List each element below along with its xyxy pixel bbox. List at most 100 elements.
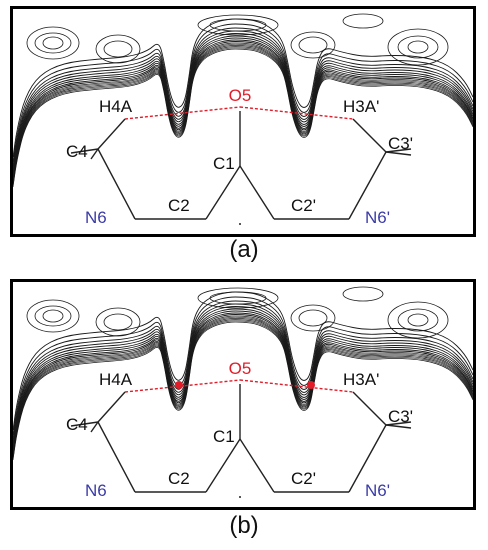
contour-line [13,318,473,457]
covalent-bond [70,421,99,427]
contour-loop [103,40,133,58]
contour-loop [290,31,336,59]
hydrogen-bond [239,106,354,120]
covalent-bond [97,421,136,493]
axis-mark [239,496,241,498]
covalent-bond [205,438,241,493]
contour-line [13,315,473,455]
contour-loop [34,305,72,327]
covalent-bond [348,424,387,493]
atom-label-c2-prime: C2' [291,196,316,215]
atom-label-h3a-prime: H3A' [343,370,379,389]
contour-loop [209,18,267,32]
contour-line [13,37,473,177]
atom-label-c1: C1 [213,154,235,173]
contour-loop [298,309,328,327]
contour-loop [407,40,429,54]
contour-loop [407,313,429,327]
contour-line [13,39,473,179]
contour-line [13,30,473,170]
covalent-bond [97,391,126,423]
atom-label-n6-prime: N6' [365,208,390,227]
contour-loop [342,13,384,29]
contour-line [13,43,473,183]
atom-label-n6: N6 [85,208,107,227]
covalent-bond [97,148,136,220]
covalent-bond [352,118,387,153]
atom-label-n6-prime: N6' [365,481,390,500]
covalent-bond [385,148,412,153]
contour-line [13,314,473,453]
atom-label-o5: O5 [229,86,252,105]
contour-line [13,306,473,445]
contour-loop [387,28,449,66]
contour-line [13,33,473,172]
hydrogen-bond [239,379,354,393]
covalent-bond [239,165,275,220]
contour-loop [290,304,336,332]
contour-line [13,312,473,452]
contour-line [13,27,473,167]
contour-loop [26,299,80,333]
contour-loop [197,14,279,36]
contour-line [13,41,473,180]
atom-label-c4: C4 [66,415,88,434]
contour-line [13,48,473,188]
atom-label-n6: N6 [85,481,107,500]
contour-line [13,42,473,182]
panel-a-contours [13,13,473,188]
panel-a-caption: (a) [229,236,259,263]
panel-a-skeleton [70,111,412,225]
contour-loop [342,286,384,302]
contour-loop [298,36,328,54]
covalent-bond [352,391,387,426]
covalent-bond [239,438,275,493]
atom-label-c3-prime: C3' [388,407,413,426]
contour-loop [95,34,141,64]
panel-a-hbonds [124,106,354,120]
panel-b-contours [13,286,473,461]
contour-loop [397,35,439,59]
covalent-bond [385,151,412,156]
contour-line [13,310,473,450]
contour-loop [209,291,267,305]
contour-line [13,316,473,456]
contour-loop [95,307,141,337]
contour-line [13,46,473,185]
atom-label-c2: C2 [168,469,190,488]
contour-line [13,35,473,175]
panel-b-caption: (b) [229,512,259,539]
atom-label-c3-prime: C3' [388,134,413,153]
contour-loop [397,308,439,332]
atom-label-c1: C1 [213,427,235,446]
contour-line [13,320,473,459]
contour-loop [26,26,80,60]
covalent-bond [205,165,241,220]
panel-b-skeleton [70,384,412,498]
contour-line [13,319,473,458]
covalent-bond [70,148,99,154]
contour-line [13,45,473,184]
bond-critical-point [175,381,183,389]
contour-line [13,321,473,461]
contour-line [13,303,473,443]
panel-b-hbonds [124,379,354,393]
contour-loop [103,313,133,331]
contour-loop [197,287,279,309]
contour-line [13,300,473,440]
contour-line [13,308,473,448]
atom-label-o5: O5 [229,359,252,378]
axis-mark [239,223,241,225]
hydrogen-bond [124,106,241,120]
covalent-bond [385,421,412,426]
covalent-bond [97,118,126,150]
contour-loop [42,309,64,323]
covalent-bond [90,421,99,433]
atom-label-c4: C4 [66,142,88,161]
